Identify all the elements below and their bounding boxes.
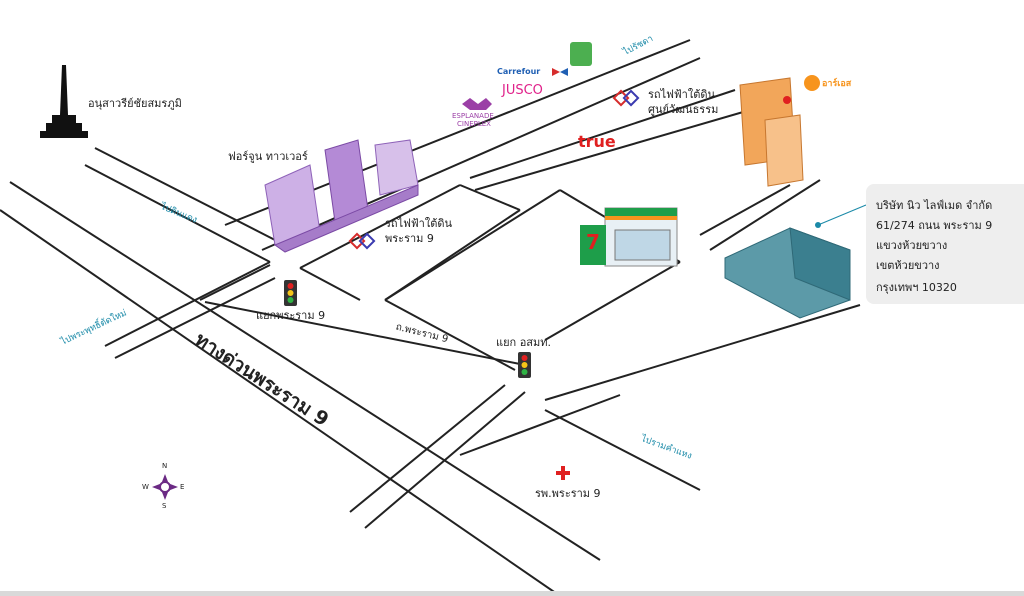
- traffic-light-rama9-icon: [284, 280, 297, 306]
- road-lower-d: [544, 409, 701, 491]
- address-line-1: บริษัท นิว ไลฟ์เมด จำกัด: [876, 199, 993, 212]
- traffic-light-osmth-icon: [518, 352, 531, 378]
- address-box: บริษัท นิว ไลฟ์เมด จำกัด 61/274 ถนน พระร…: [866, 184, 1024, 304]
- road-inner-c: [459, 184, 521, 211]
- seven-eleven-store-icon: [580, 207, 678, 267]
- road-mid-d: [544, 261, 681, 341]
- compass-s: S: [162, 502, 167, 510]
- compass-n: N: [162, 462, 168, 470]
- fortune-tower-label: ฟอร์จูน ทาวเวอร์: [228, 150, 308, 163]
- esplanade-label: ESPLANADE: [452, 112, 494, 120]
- address-line-3: แขวงห้วยขวาง: [876, 239, 948, 252]
- carrefour-label: Carrefour: [497, 67, 541, 76]
- rs-logo-icon: [804, 75, 820, 91]
- road-upper-left-b: [84, 164, 271, 263]
- road-lower-c: [544, 304, 861, 401]
- rs-label: อาร์เอส: [822, 79, 852, 89]
- expressway-edge-top: [9, 181, 601, 561]
- bottom-border: [0, 591, 1024, 596]
- address-line-5: กรุงเทพฯ 10320: [876, 281, 957, 294]
- seven-eleven-label: 7: [586, 230, 600, 254]
- road-inner-a: [299, 184, 461, 269]
- carrefour-logo-icon: [552, 68, 568, 76]
- mrt-cultural-label-line1: รถไฟฟ้าใต้ดิน: [648, 88, 716, 101]
- road-lower-a: [349, 384, 506, 513]
- road-upper-left-a: [94, 147, 276, 241]
- cineplex-label: CINEPLEX: [457, 120, 491, 128]
- mrt-cultural-logo-icon: [612, 89, 640, 107]
- hospital-label: รพ.พระราม 9: [535, 487, 601, 500]
- company-pointer-line: [817, 204, 867, 226]
- mrt-rama9-label-line1: รถไฟฟ้าใต้ดิน: [385, 217, 453, 230]
- mrt-rama9-logo-icon: [348, 232, 376, 250]
- esplanade-logo-icon: [462, 98, 492, 110]
- monument-icon: [40, 65, 88, 138]
- road-right-b: [474, 109, 751, 191]
- fortune-tower-building-icon: [264, 139, 419, 253]
- mrt-rama9-label-line2: พระราม 9: [385, 232, 434, 245]
- road-rama9-west-b: [114, 277, 276, 359]
- jusco-label: JUSCO: [502, 83, 543, 98]
- mrt-cultural-label-line2: ศูนย์วัฒนธรรม: [648, 103, 719, 116]
- road-rama9-west-a: [104, 261, 271, 347]
- road-mid-a: [384, 189, 561, 301]
- green-logo-icon: [570, 42, 592, 66]
- road-inner-b: [299, 267, 361, 301]
- expressway-edge-bottom: [0, 209, 561, 596]
- true-label: true: [578, 132, 616, 151]
- road-lower-e: [459, 394, 621, 456]
- rs-building-icon: [739, 77, 804, 187]
- road-right-c: [709, 179, 821, 251]
- compass-e: E: [180, 483, 185, 491]
- monument-label: อนุสาวรีย์ชัยสมรภูมิ: [88, 97, 182, 110]
- road-rama9-link: [199, 264, 271, 301]
- rama9-intersection-label: แยกพระราม 9: [256, 309, 326, 322]
- osmth-intersection-label: แยก อสมท.: [496, 336, 552, 349]
- road-rama9-a: [204, 301, 526, 366]
- hospital-cross-icon: [556, 466, 570, 480]
- road-lower-b: [364, 391, 526, 529]
- company-building-icon: [724, 204, 867, 319]
- compass-w: W: [142, 483, 149, 491]
- address-line-4: เขตห้วยขวาง: [876, 259, 940, 272]
- road-right-d: [699, 184, 791, 236]
- road-mid-c: [384, 299, 516, 371]
- compass-icon: [152, 474, 178, 500]
- road-right-a: [469, 89, 736, 179]
- address-line-2: 61/274 ถนน พระราม 9: [876, 219, 993, 232]
